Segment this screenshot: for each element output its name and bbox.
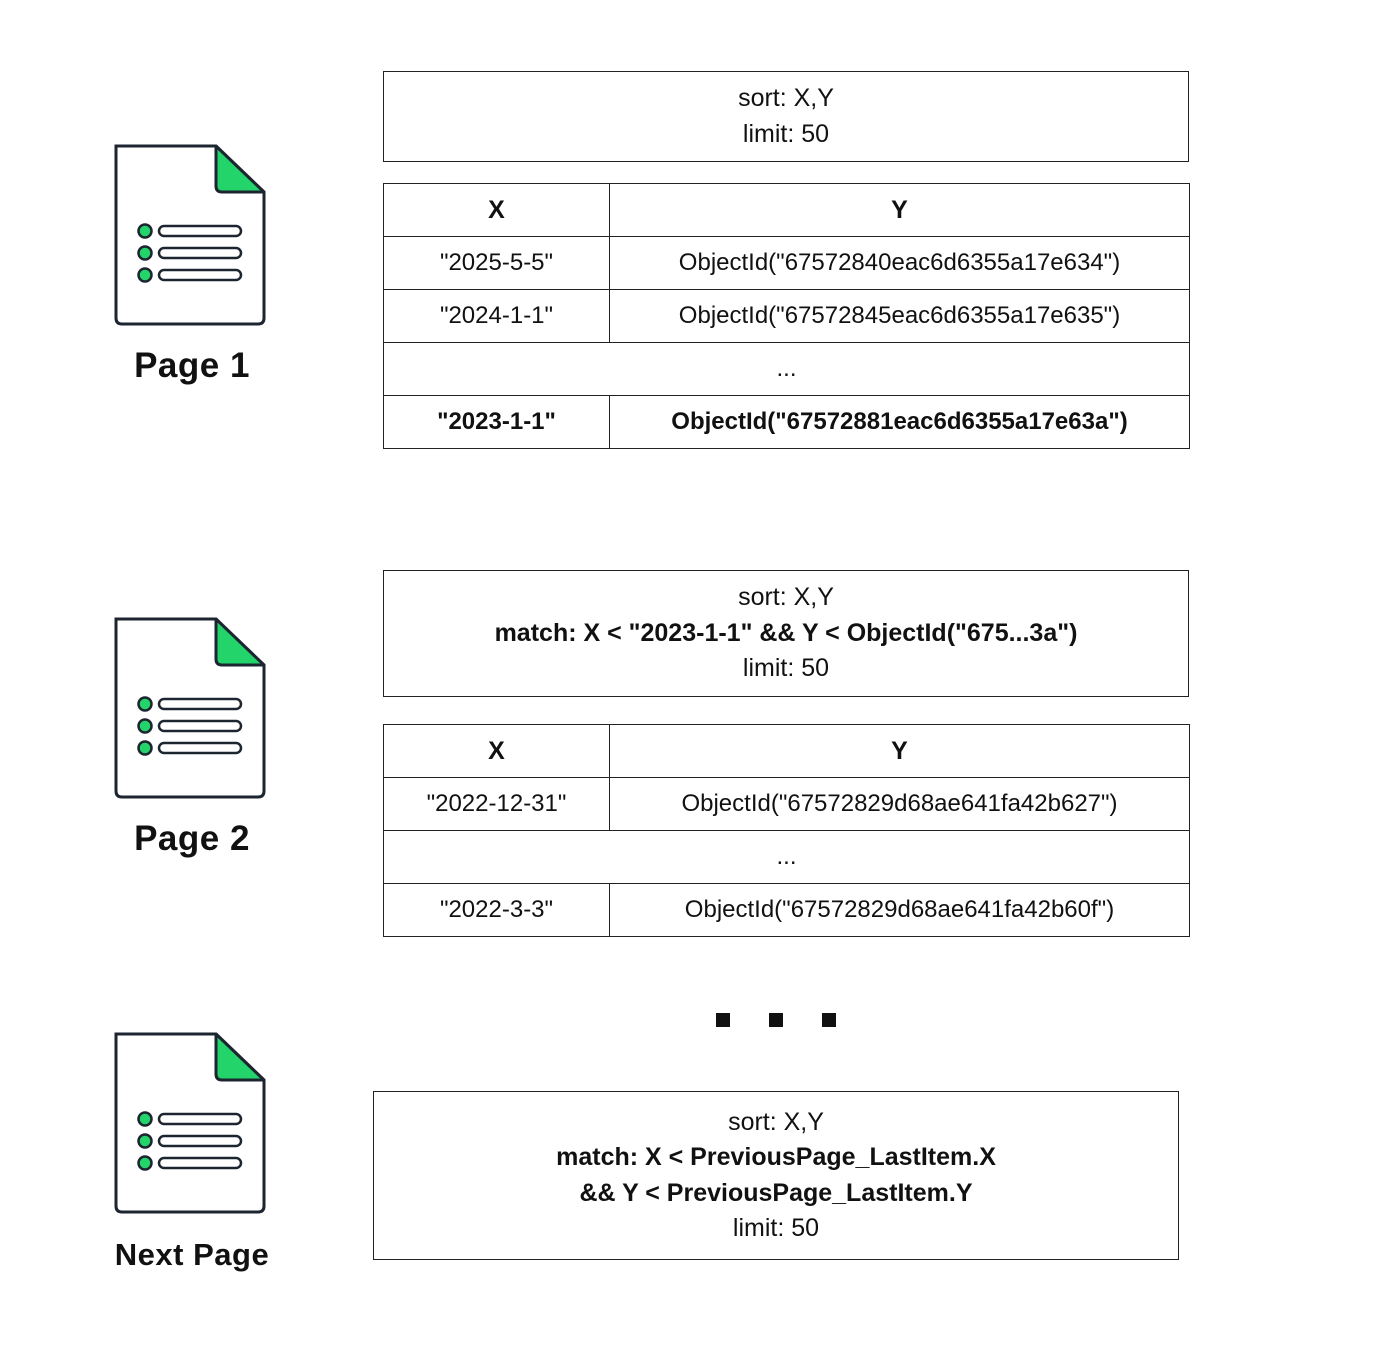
cell-y: ObjectId("67572829d68ae641fa42b627"): [609, 777, 1190, 831]
query-limit: limit: 50: [732, 1214, 820, 1242]
query-match: match: X < "2023-1-1" && Y < ObjectId("6…: [494, 618, 1078, 647]
column-header-x: X: [383, 724, 610, 778]
continuation-dot: [822, 1013, 836, 1027]
table-row-last-item: "2023-1-1" ObjectId("67572881eac6d6355a1…: [383, 395, 1190, 449]
continuation-dot: [716, 1013, 730, 1027]
table-row: "2022-12-31" ObjectId("67572829d68ae641f…: [383, 777, 1190, 831]
table-row: "2024-1-1" ObjectId("67572845eac6d6355a1…: [383, 289, 1190, 343]
cell-x: "2022-12-31": [383, 777, 610, 831]
table-header-row: X Y: [383, 183, 1190, 237]
document-list-icon: [108, 1030, 268, 1220]
page-1-results-table: X Y "2025-5-5" ObjectId("67572840eac6d63…: [383, 183, 1190, 449]
query-limit: limit: 50: [742, 654, 830, 683]
page-2-results-table: X Y "2022-12-31" ObjectId("67572829d68ae…: [383, 724, 1190, 937]
cell-x: "2022-3-3": [383, 883, 610, 937]
cell-y: ObjectId("67572881eac6d6355a17e63a"): [609, 395, 1190, 449]
table-row-ellipsis: ...: [383, 342, 1190, 396]
ellipsis-cell: ...: [383, 342, 1190, 396]
cell-y: ObjectId("67572829d68ae641fa42b60f"): [609, 883, 1190, 937]
query-sort: sort: X,Y: [738, 84, 834, 112]
page-2-label: Page 2: [134, 819, 250, 858]
document-list-icon: [108, 615, 268, 805]
page-2-query-box: sort: X,Y match: X < "2023-1-1" && Y < O…: [383, 570, 1189, 697]
page-1-query-box: sort: X,Y limit: 50: [383, 71, 1189, 162]
query-limit: limit: 50: [742, 119, 830, 148]
cell-x: "2025-5-5": [383, 236, 610, 290]
query-match-line-2: && Y < PreviousPage_LastItem.Y: [579, 1178, 973, 1207]
page-1-label: Page 1: [134, 346, 250, 385]
cell-x: "2023-1-1": [383, 395, 610, 449]
next-page-query-box: sort: X,Y match: X < PreviousPage_LastIt…: [373, 1091, 1179, 1260]
column-header-y: Y: [609, 724, 1190, 778]
next-page-label: Next Page: [114, 1237, 270, 1272]
table-header-row: X Y: [383, 724, 1190, 778]
continuation-dot: [769, 1013, 783, 1027]
column-header-y: Y: [609, 183, 1190, 237]
cell-y: ObjectId("67572845eac6d6355a17e635"): [609, 289, 1190, 343]
document-list-icon: [108, 142, 268, 332]
ellipsis-cell: ...: [383, 830, 1190, 884]
cell-x: "2024-1-1": [383, 289, 610, 343]
query-sort: sort: X,Y: [738, 583, 834, 612]
table-row-ellipsis: ...: [383, 830, 1190, 884]
query-match-line-1: match: X < PreviousPage_LastItem.X: [556, 1143, 996, 1171]
cell-y: ObjectId("67572840eac6d6355a17e634"): [609, 236, 1190, 290]
column-header-x: X: [383, 183, 610, 237]
table-row: "2025-5-5" ObjectId("67572840eac6d6355a1…: [383, 236, 1190, 290]
table-row: "2022-3-3" ObjectId("67572829d68ae641fa4…: [383, 883, 1190, 937]
query-sort: sort: X,Y: [728, 1107, 824, 1136]
